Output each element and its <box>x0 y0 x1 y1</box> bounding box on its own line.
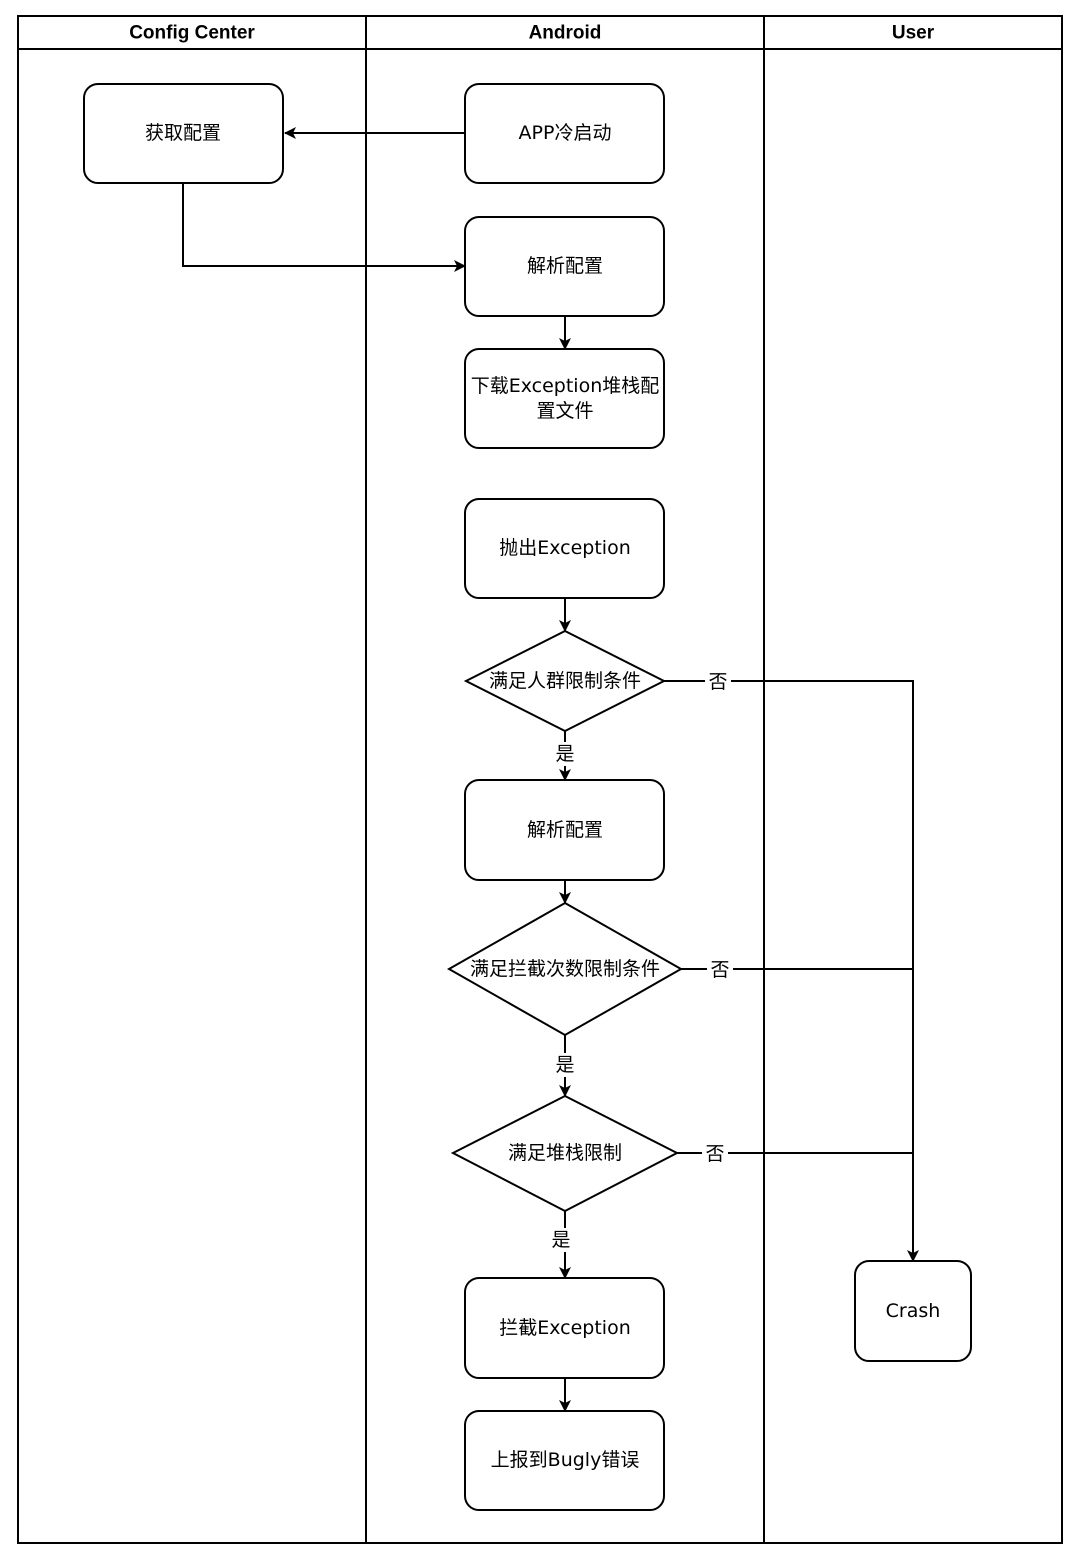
swimlane-frame <box>17 15 1063 1544</box>
svg-text:解析配置: 解析配置 <box>527 255 603 277</box>
edge-get-config-to-parse <box>182 183 466 272</box>
lane-title-user: User <box>892 23 935 44</box>
svg-text:抛出Exception: 抛出Exception <box>499 537 631 559</box>
edge-audience-no <box>664 680 919 1262</box>
node-app-cold-start: APP冷启动 <box>464 83 665 184</box>
svg-text:Crash: Crash <box>886 1300 941 1322</box>
svg-text:APP冷启动: APP冷启动 <box>519 122 612 144</box>
edges <box>182 127 919 1412</box>
svg-text:满足人群限制条件: 满足人群限制条件 <box>489 670 641 692</box>
svg-text:拦截Exception: 拦截Exception <box>499 1317 631 1339</box>
node-report-bugly: 上报到Bugly错误 <box>464 1410 665 1511</box>
svg-text:下载Exception堆栈配: 下载Exception堆栈配 <box>471 375 660 397</box>
node-crash: Crash <box>854 1260 972 1362</box>
node-parse-config-2: 解析配置 <box>464 779 665 881</box>
edge-label-no-stack: 否 <box>705 1143 724 1165</box>
decision-stack-limit: 满足堆栈限制 <box>450 1094 680 1213</box>
node-parse-config: 解析配置 <box>464 216 665 317</box>
lane-title-config-center: Config Center <box>129 23 255 44</box>
decision-intercept-count-limit: 满足拦截次数限制条件 <box>446 901 684 1037</box>
node-get-config: 获取配置 <box>83 83 284 184</box>
edge-label-yes-count: 是 <box>555 1054 574 1076</box>
edge-label-no-audience: 否 <box>708 671 727 693</box>
node-intercept-exception: 拦截Exception <box>464 1277 665 1379</box>
svg-text:获取配置: 获取配置 <box>145 122 221 144</box>
svg-text:解析配置: 解析配置 <box>527 819 603 841</box>
edge-label-yes-audience: 是 <box>555 743 574 765</box>
lane-title-android: Android <box>529 23 602 44</box>
svg-text:满足拦截次数限制条件: 满足拦截次数限制条件 <box>470 958 660 980</box>
edge-label-no-count: 否 <box>710 959 729 981</box>
node-download-config: 下载Exception堆栈配 置文件 <box>464 348 665 449</box>
decision-audience-limit: 满足人群限制条件 <box>463 629 667 733</box>
edge-label-yes-stack: 是 <box>551 1229 570 1251</box>
svg-text:置文件: 置文件 <box>536 400 593 422</box>
node-throw-exception: 抛出Exception <box>464 498 665 599</box>
svg-text:上报到Bugly错误: 上报到Bugly错误 <box>491 1449 640 1471</box>
svg-text:满足堆栈限制: 满足堆栈限制 <box>508 1142 622 1164</box>
